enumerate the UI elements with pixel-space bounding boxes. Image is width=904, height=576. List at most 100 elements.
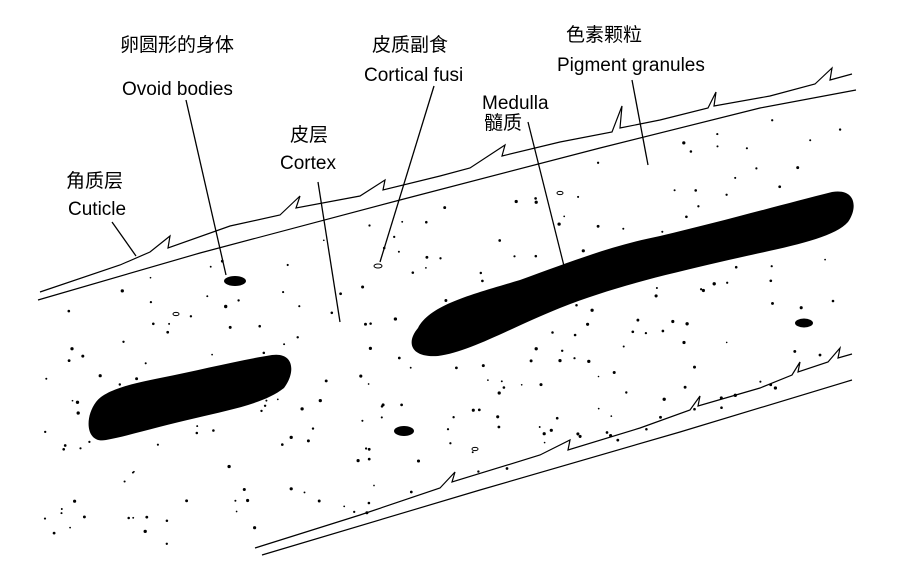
pigment-granule xyxy=(447,343,450,347)
pigment-granule xyxy=(444,299,448,302)
pigment-granule xyxy=(538,426,541,428)
ovoid-body xyxy=(394,426,414,436)
pigment-granule xyxy=(361,285,365,289)
pigment-granule xyxy=(455,366,458,370)
pigment-granule xyxy=(286,263,289,267)
pigment-granule xyxy=(296,336,299,339)
pigment-granule xyxy=(209,265,212,268)
pigment-granule xyxy=(242,487,246,492)
pigment-granule xyxy=(498,239,502,242)
pigment-granule xyxy=(258,324,261,328)
pigment-granule xyxy=(699,288,703,291)
pigment-granule xyxy=(673,189,676,192)
pigment-granule xyxy=(367,383,370,385)
pigment-granule xyxy=(364,322,367,326)
pigment-granule xyxy=(123,480,126,483)
label-medulla-zh: 髓质 xyxy=(484,112,523,134)
pigment-granule xyxy=(60,508,63,510)
cortical-fusus xyxy=(556,190,564,196)
pigment-granule xyxy=(726,281,729,284)
pigment-granule xyxy=(359,374,363,378)
pigment-granule xyxy=(185,499,189,503)
pigment-granule xyxy=(644,331,648,335)
pigment-granule xyxy=(373,484,375,487)
pigment-granule xyxy=(513,255,516,258)
pigment-granule xyxy=(318,398,322,403)
label-cortex-en: Cortex xyxy=(280,153,336,174)
pigment-granule xyxy=(411,271,415,274)
pigment-granule xyxy=(300,407,304,411)
pigment-granule xyxy=(689,150,693,153)
pigment-granule xyxy=(610,415,613,417)
pigment-granule xyxy=(439,257,442,260)
pigment-granule xyxy=(449,442,452,445)
pigment-granule xyxy=(609,434,613,438)
pigment-granule xyxy=(597,375,600,378)
pigment-granule xyxy=(265,399,268,402)
pigment-granule xyxy=(693,407,696,411)
pigment-granule xyxy=(534,200,538,204)
pigment-granule xyxy=(260,409,263,413)
label-cortical-fusi-zh: 皮质副食 xyxy=(372,34,449,56)
pigment-granule xyxy=(796,166,800,170)
pigment-granule xyxy=(253,526,257,530)
pigment-granule xyxy=(549,428,553,432)
pigment-granule xyxy=(793,349,797,353)
medulla-small xyxy=(88,354,292,441)
pigment-granule xyxy=(367,457,371,461)
pigment-granule xyxy=(63,444,67,447)
pigment-granule xyxy=(98,374,102,378)
pigment-granule xyxy=(211,353,213,356)
label-cuticle-en: Cuticle xyxy=(68,199,127,220)
pigment-granule xyxy=(339,292,342,296)
pigment-granule xyxy=(195,431,199,435)
pigment-granule xyxy=(369,322,372,325)
lower-cuticle-edge xyxy=(254,345,853,549)
pigment-granule xyxy=(563,215,566,218)
pigment-granule xyxy=(145,515,149,519)
pigment-granule xyxy=(716,145,719,148)
pigment-granule xyxy=(235,510,238,513)
pigment-granule xyxy=(693,365,696,369)
pigment-granule xyxy=(725,193,728,196)
pigment-granule xyxy=(685,215,688,219)
leader-medulla xyxy=(527,121,567,275)
pigment-granule xyxy=(558,358,562,363)
pigment-granule xyxy=(196,425,199,428)
pigment-granule xyxy=(645,428,648,431)
pigment-granule xyxy=(365,511,369,515)
pigment-granule xyxy=(769,383,773,387)
label-ovoid-bodies-en: Ovoid bodies xyxy=(122,79,233,100)
pigment-granule xyxy=(771,301,774,305)
pigment-granule xyxy=(682,141,686,145)
cortex-lower-boundary xyxy=(261,379,853,556)
pigment-granule xyxy=(311,427,315,430)
pigment-granule xyxy=(367,447,371,451)
pigment-granule xyxy=(69,526,71,529)
pigment-granule xyxy=(397,356,401,360)
pigment-granule xyxy=(824,258,826,261)
pigment-granule xyxy=(393,235,396,239)
pigment-granule xyxy=(60,512,63,515)
pigment-granule xyxy=(120,289,124,293)
pigment-granule xyxy=(67,359,71,363)
pigment-granule xyxy=(622,345,625,348)
pigment-granule xyxy=(534,254,538,258)
pigment-granule xyxy=(127,516,130,520)
pigment-granule xyxy=(581,249,585,253)
pigment-granule xyxy=(143,529,147,534)
pigment-granule xyxy=(734,265,738,269)
pigment-granule xyxy=(481,364,485,368)
pigment-granule xyxy=(132,516,135,519)
pigment-granule xyxy=(633,245,637,249)
label-medulla-en: Medulla xyxy=(482,93,549,114)
label-pigment-granules-zh: 色素颗粒 xyxy=(566,24,643,46)
pigment-granule xyxy=(520,383,523,386)
pigment-granule xyxy=(452,416,455,419)
pigment-granule xyxy=(596,280,600,284)
pigment-granule xyxy=(283,343,286,346)
pigment-granule xyxy=(75,400,80,404)
pigment-granule xyxy=(571,291,574,294)
pigment-granule xyxy=(596,161,600,164)
